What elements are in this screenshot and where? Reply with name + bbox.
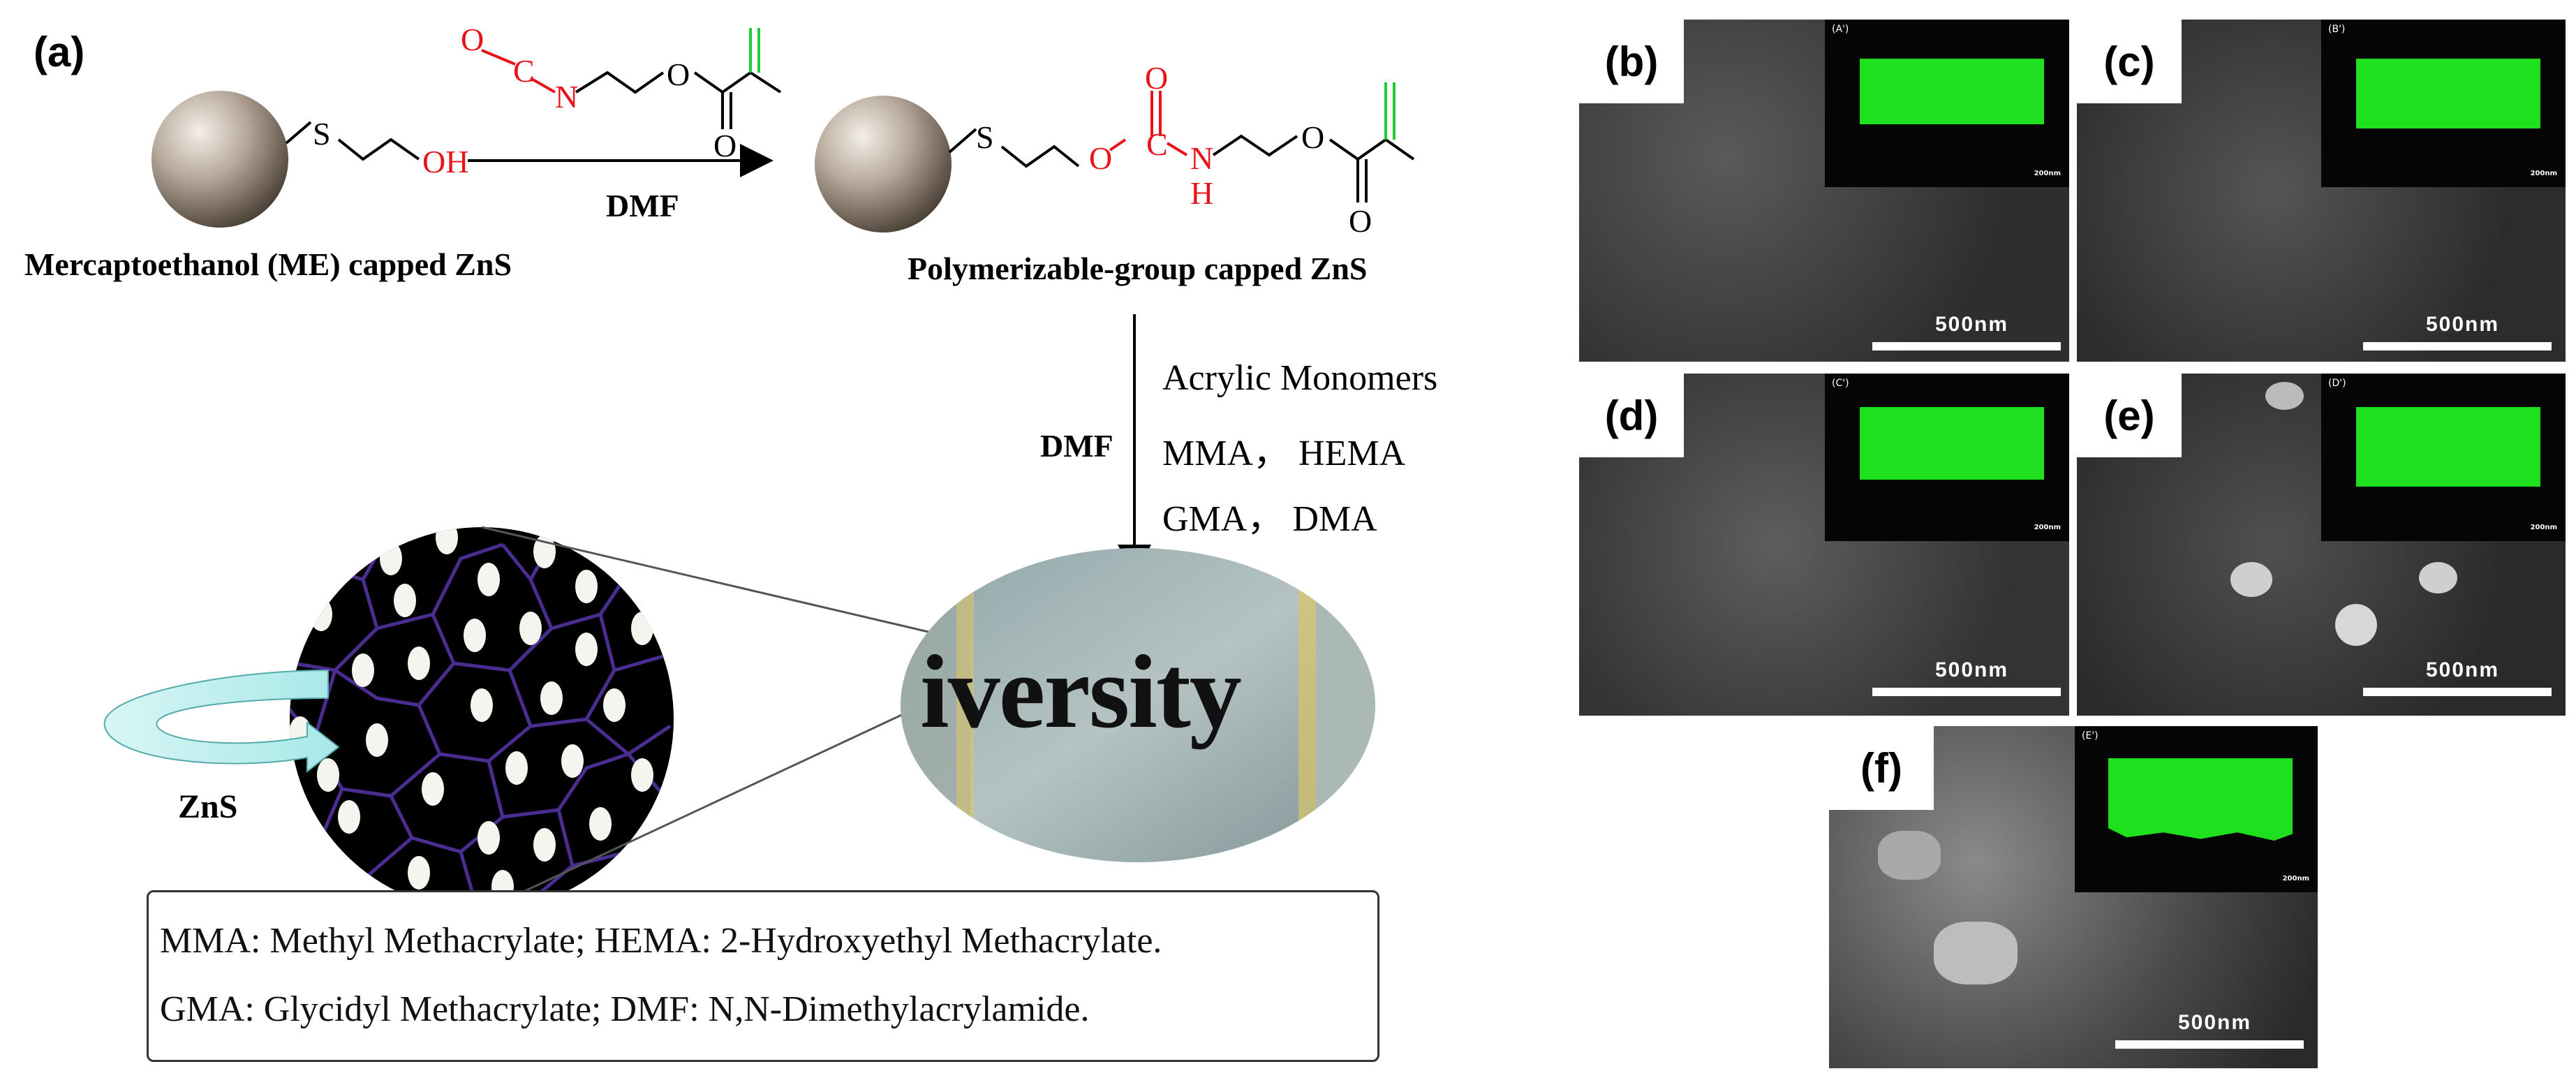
- reaction-scheme: [103, 28, 1415, 913]
- eds-map-e: [2356, 407, 2540, 487]
- product-chain: [948, 128, 977, 154]
- scale-label-e: 500nm: [2426, 658, 2500, 681]
- panel-d-label: (d): [1579, 374, 1684, 457]
- scale-label-f: 500nm: [2178, 1011, 2252, 1034]
- zns-label: ZnS: [178, 788, 238, 825]
- legend-line-1: MMA: Methyl Methacrylate; HEMA: 2-Hydrox…: [160, 921, 1162, 961]
- reaction-solvent: DMF: [606, 188, 679, 223]
- inset-scale-b: 200nm: [2034, 170, 2061, 177]
- panel-a-label: (a): [34, 29, 85, 75]
- rotation-arrow: [103, 669, 340, 774]
- scale-label-b: 500nm: [1935, 313, 2009, 336]
- atom-o-urethane: O: [1089, 140, 1113, 176]
- panel-c-label: (c): [2077, 20, 2182, 103]
- legend-line-2: GMA: Glycidyl Methacrylate; DMF: N,N-Dim…: [160, 989, 1090, 1029]
- eds-inset-f: (E') 200nm: [2075, 726, 2318, 892]
- inset-label-e: (D'): [2328, 378, 2346, 389]
- nanoparticle-aggregate: [2419, 562, 2457, 593]
- abbreviation-legend: MMA: Methyl Methacrylate; HEMA: 2-Hydrox…: [147, 890, 1379, 1062]
- atom-c-urethane: C: [1146, 126, 1168, 162]
- eds-inset-c: (B') 200nm: [2321, 20, 2566, 187]
- panel-f-label: (f): [1829, 726, 1934, 810]
- atom-n-isocyanate: N: [555, 79, 579, 115]
- eds-inset-d: (C') 200nm: [1825, 374, 2069, 541]
- inset-label-b: (A'): [1832, 24, 1849, 35]
- panel-b-label: (b): [1579, 20, 1684, 103]
- inset-scale-f: 200nm: [2282, 875, 2309, 883]
- atom-o-ester-product: O: [1301, 119, 1325, 155]
- atom-n-urethane: N: [1190, 140, 1214, 176]
- monomers-line2: GMA， DMA: [1162, 499, 1377, 539]
- eds-map-c: [2356, 59, 2540, 128]
- zns-sphere-product: [815, 96, 952, 232]
- surface-grain: [1878, 831, 1941, 880]
- scale-bar-b: [1872, 342, 2061, 350]
- eds-map-f: [2108, 758, 2293, 841]
- scale-bar-c: [2363, 342, 2552, 350]
- photo-text: iversity: [920, 634, 1242, 750]
- eds-inset-b: (A') 200nm: [1825, 20, 2069, 187]
- atom-o-carbonyl-product: O: [1349, 203, 1372, 239]
- sem-panel-e: (D') 200nm 500nm: [2077, 374, 2566, 716]
- atom-h-urethane: H: [1190, 175, 1214, 211]
- nanoparticle-aggregate: [2265, 382, 2304, 410]
- inset-label-f: (E'): [2082, 730, 2098, 741]
- inset-scale-d: 200nm: [2034, 524, 2061, 531]
- surface-grain: [1934, 922, 2018, 984]
- atom-c-isocyanate: C: [513, 53, 535, 89]
- inset-scale-e: 200nm: [2530, 524, 2557, 531]
- reactant-chain: [285, 121, 312, 145]
- atom-o-carbonyl-urethane: O: [1145, 60, 1169, 96]
- monomers-title: Acrylic Monomers: [1162, 358, 1438, 398]
- scale-bar-e: [2363, 688, 2552, 696]
- atom-o-carbonyl-reagent: O: [713, 128, 737, 163]
- eds-map-d: [1860, 407, 2044, 480]
- sem-panel-b: (A') 200nm 500nm: [1579, 20, 2069, 362]
- scale-bar-f: [2115, 1040, 2304, 1049]
- nanoparticle-aggregate: [2230, 562, 2272, 597]
- zoom-line-top: [481, 526, 929, 633]
- atom-o-isocyanate: O: [461, 22, 484, 57]
- atom-s-product: S: [976, 119, 994, 155]
- eds-map-b: [1860, 59, 2044, 124]
- scale-bar-d: [1872, 688, 2061, 696]
- atom-o-ester-reagent: O: [667, 57, 690, 92]
- polymer-network-circle: [290, 527, 674, 911]
- step2-solvent: DMF: [1040, 428, 1113, 464]
- atom-oh-reactant: OH: [422, 144, 469, 179]
- zns-sphere-reactant: [151, 91, 288, 228]
- transparent-film-photo: [901, 548, 1375, 862]
- scale-label-d: 500nm: [1935, 658, 2009, 681]
- eds-inset-e: (D') 200nm: [2321, 374, 2566, 541]
- inset-label-c: (B'): [2328, 24, 2346, 35]
- product-caption: Polymerizable-group capped ZnS: [908, 251, 1368, 286]
- inset-scale-c: 200nm: [2530, 170, 2557, 177]
- zoom-line-bottom: [481, 711, 908, 913]
- isocyanate-reagent: [481, 49, 516, 66]
- scale-label-c: 500nm: [2426, 313, 2500, 336]
- nanoparticle-aggregate: [2335, 604, 2377, 646]
- inset-label-d: (C'): [1832, 378, 1849, 389]
- reactant-caption: Mercaptoethanol (ME) capped ZnS: [24, 246, 512, 282]
- atom-s-reactant: S: [313, 116, 331, 152]
- monomers-line1: MMA， HEMA: [1162, 434, 1406, 473]
- panel-e-label: (e): [2077, 374, 2182, 457]
